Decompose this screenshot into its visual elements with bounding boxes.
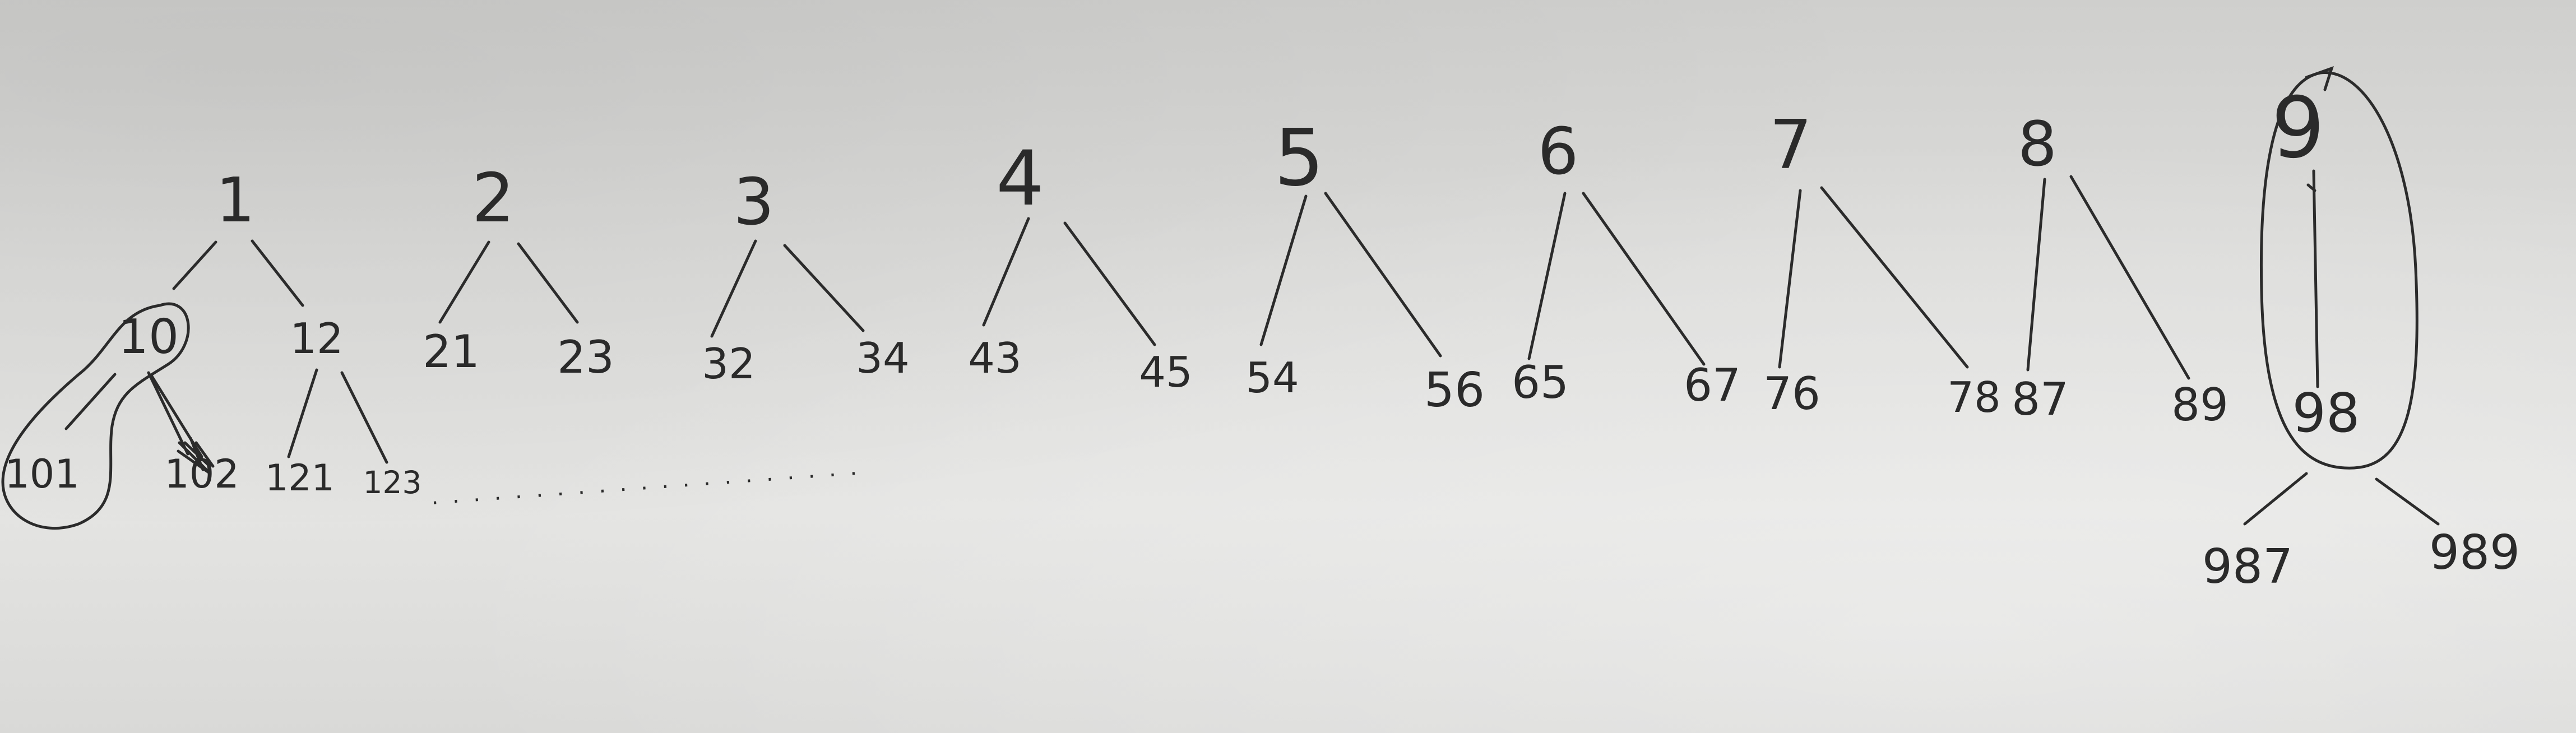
loop-arrow-tip — [2305, 66, 2334, 91]
node-label-43: 43 — [968, 333, 1021, 383]
continuation-ellipsis: . . . . . . . . . . . . . . . . . . . . … — [430, 454, 861, 510]
edge-4-43 — [982, 217, 1030, 327]
edge-7-78 — [1820, 186, 1969, 369]
edge-4-45 — [1063, 221, 1156, 346]
node-label-98: 98 — [2292, 383, 2360, 444]
tree-edges — [64, 169, 2440, 526]
edge-2-21 — [438, 240, 490, 324]
node-label-9: 9 — [2271, 80, 2324, 177]
highlight-loops — [1, 66, 2419, 530]
node-label-89: 89 — [2171, 379, 2228, 431]
node-label-5: 5 — [1274, 113, 1324, 204]
scribble-102 — [177, 437, 215, 475]
node-label-78: 78 — [1947, 373, 2000, 422]
edge-12-123 — [340, 371, 388, 464]
node-label-7: 7 — [1769, 106, 1812, 184]
edge-98-989 — [2375, 477, 2440, 526]
node-label-121: 121 — [265, 457, 335, 499]
edge-5-56 — [1324, 192, 1442, 358]
node-label-3: 3 — [733, 165, 774, 240]
node-label-1: 1 — [216, 164, 255, 236]
edge-10-101 — [64, 373, 117, 430]
node-label-10: 10 — [118, 309, 179, 365]
node-label-21: 21 — [423, 326, 480, 378]
edge-98-987 — [2243, 472, 2308, 526]
edge-3-34 — [783, 244, 865, 332]
node-label-34: 34 — [856, 333, 909, 383]
node-label-989: 989 — [2429, 525, 2520, 581]
node-label-23: 23 — [557, 331, 614, 383]
edge-9-98 — [2312, 169, 2319, 388]
node-label-87: 87 — [2012, 373, 2069, 425]
edge-9-98-tick — [2306, 183, 2316, 192]
level1-labels: 1 2 3 4 5 6 7 8 9 — [216, 80, 2325, 240]
node-label-8: 8 — [2018, 108, 2057, 180]
edge-5-54 — [1259, 194, 1308, 346]
node-label-67: 67 — [1684, 359, 1741, 411]
node-label-76: 76 — [1763, 368, 1820, 420]
edge-3-32 — [710, 239, 757, 338]
node-label-6: 6 — [1537, 114, 1578, 189]
node-label-32: 32 — [702, 339, 755, 388]
edge-6-67 — [1582, 192, 1706, 366]
edge-1-10 — [172, 240, 217, 290]
edge-6-65 — [1527, 192, 1567, 360]
edge-12-121 — [287, 368, 318, 458]
node-label-12: 12 — [290, 314, 343, 363]
node-label-65: 65 — [1512, 356, 1569, 409]
loop-around-9-98 — [2260, 71, 2419, 470]
node-label-987: 987 — [2202, 539, 2293, 595]
loop-around-10-101 — [1, 302, 190, 530]
level3-labels: 101 102 121 123 987 989 — [4, 451, 2520, 595]
node-label-45: 45 — [1139, 347, 1192, 397]
edge-8-87 — [2026, 178, 2046, 372]
edge-10-102 — [147, 371, 189, 456]
edge-8-89 — [2069, 175, 2190, 380]
node-label-54: 54 — [1245, 353, 1299, 402]
node-label-4: 4 — [996, 134, 1044, 222]
node-label-123: 123 — [363, 465, 422, 500]
node-label-102: 102 — [164, 451, 239, 497]
edge-1-12 — [251, 239, 304, 307]
edge-2-23 — [517, 242, 579, 324]
node-label-2: 2 — [472, 160, 515, 238]
node-label-101: 101 — [4, 451, 80, 497]
node-label-56: 56 — [1424, 363, 1485, 418]
level2-labels: 10 12 21 23 32 34 43 45 54 56 65 67 76 7… — [118, 309, 2360, 444]
edge-7-76 — [1778, 189, 1802, 369]
